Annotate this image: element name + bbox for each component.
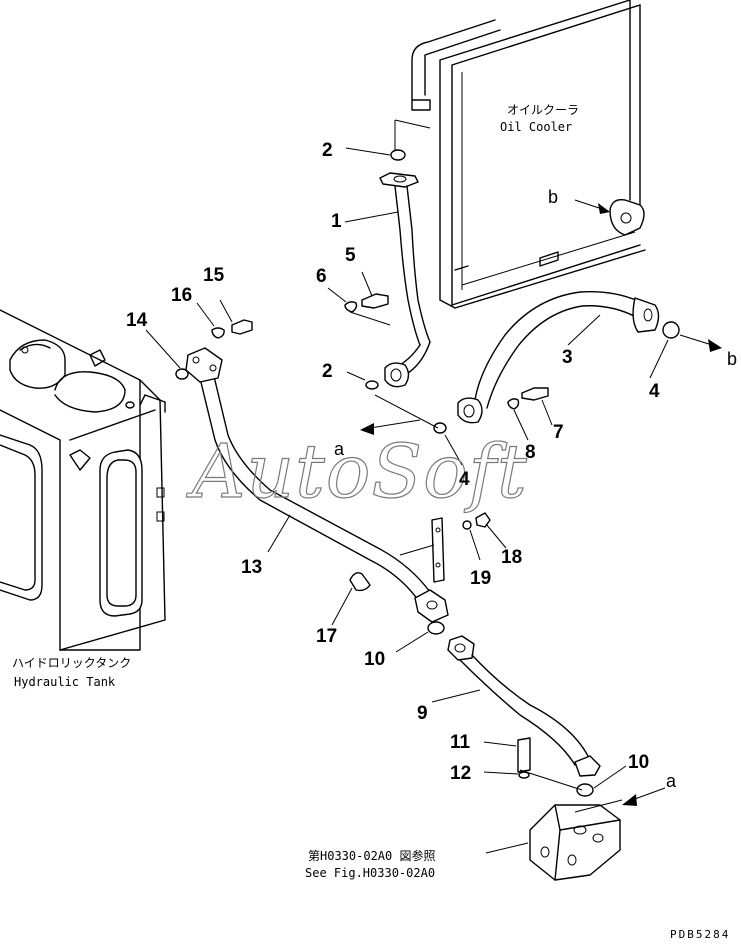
part-label-11: 11 (450, 732, 471, 753)
small-parts (175, 149, 680, 797)
connection-b-cooler: b (548, 187, 558, 207)
oil-cooler: オイルクーラ Oil Cooler (411, 0, 646, 309)
part-label-10-lower: 10 (628, 752, 649, 773)
see-fig-label-jp: 第H0330-02A0 図参照 (308, 848, 435, 863)
part-label-2-top: 2 (322, 140, 333, 161)
part-1-hose (379, 172, 431, 388)
connection-a-hose: a (334, 439, 345, 459)
part-13-pipe (185, 347, 449, 623)
figure-code: PDB5284 (670, 928, 730, 941)
tank-label-en: Hydraulic Tank (14, 675, 116, 689)
part-label-13: 13 (241, 557, 262, 578)
part-label-15: 15 (203, 265, 225, 286)
connection-a-block: a (666, 771, 677, 791)
part-label-14: 14 (126, 310, 148, 331)
part-label-10-upper: 10 (364, 649, 385, 670)
part-label-4-right: 4 (649, 381, 660, 402)
part-label-12: 12 (450, 763, 471, 784)
part-label-19: 19 (470, 568, 491, 589)
oil-cooler-label-jp: オイルクーラ (507, 103, 579, 117)
part-label-17: 17 (316, 626, 337, 647)
part-label-9: 9 (417, 703, 428, 724)
part-9-hose (447, 635, 601, 777)
part-label-2-lower: 2 (322, 361, 333, 382)
part-label-3: 3 (562, 347, 573, 368)
part-label-5: 5 (345, 245, 356, 266)
part-label-1: 1 (331, 211, 342, 232)
oil-cooler-label-en: Oil Cooler (500, 120, 572, 134)
watermark: AutoSoft (186, 429, 528, 515)
part-label-4-center: 4 (459, 469, 470, 490)
connection-b-hose: b (727, 349, 737, 369)
hydraulic-tank: ハイドロリックタンク Hydraulic Tank (0, 309, 166, 689)
leader-lines (145, 119, 669, 854)
part-3-hose (457, 291, 660, 424)
part-label-16: 16 (171, 285, 192, 306)
connection-arrows (360, 199, 722, 806)
part-number-labels: 1 2 2 3 4 4 5 6 7 8 9 10 10 11 12 13 14 … (126, 140, 660, 784)
part-label-7: 7 (553, 422, 564, 443)
tank-label-jp: ハイドロリックタンク (12, 656, 131, 670)
part-label-18: 18 (501, 547, 522, 568)
part-label-6: 6 (316, 266, 327, 287)
bracket (399, 517, 445, 583)
part-label-8: 8 (525, 442, 536, 463)
see-fig-label-en: See Fig.H0330-02A0 (305, 866, 435, 880)
valve-block (529, 804, 621, 881)
